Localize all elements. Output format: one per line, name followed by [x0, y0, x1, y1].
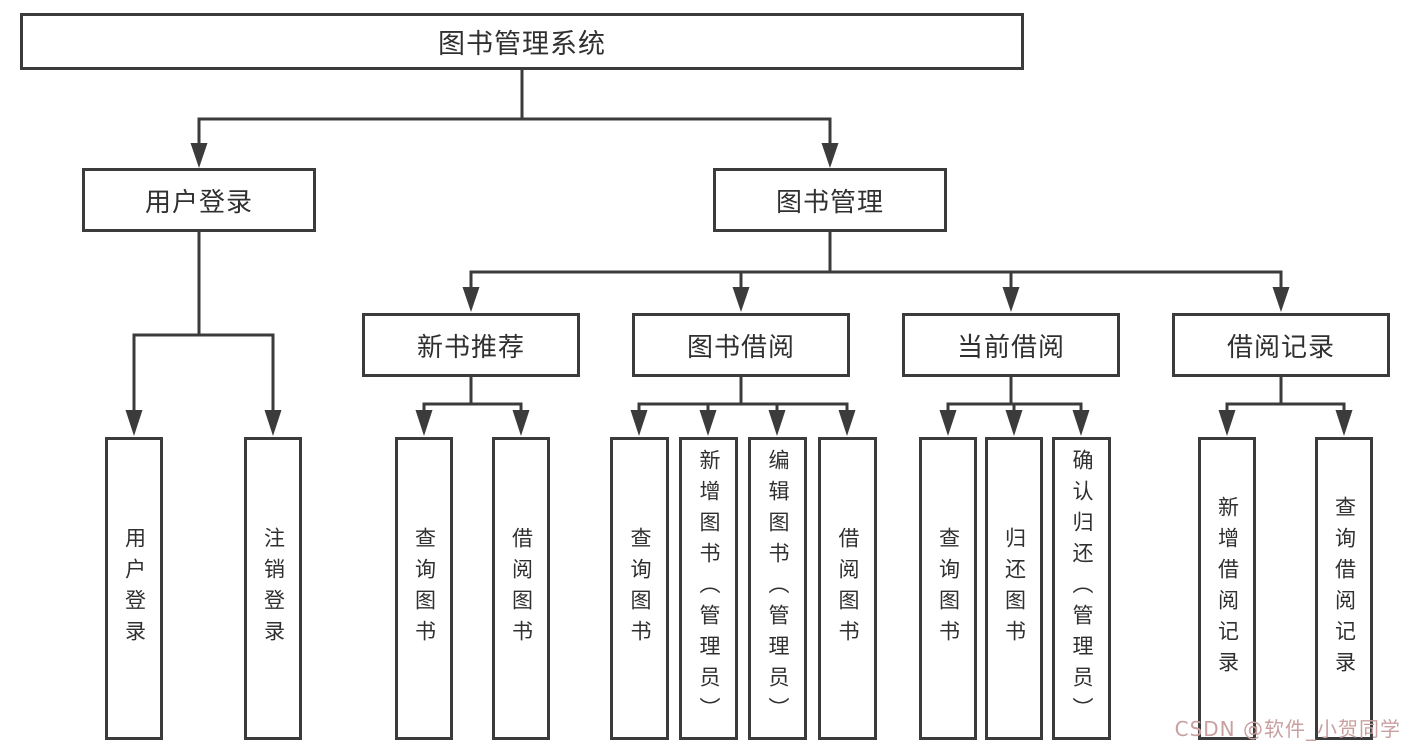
node-book-management-label: 图书管理 [775, 187, 884, 218]
leaf-current-confirm-return-admin: 确认归还（管理员） [1052, 437, 1111, 740]
leaf-newbooks-borrow-label: 借阅图书 [509, 526, 534, 651]
node-book-borrowing: 图书借阅 [632, 313, 850, 377]
leaf-borrowing-add-admin: 新增图书（管理员） [679, 437, 738, 740]
node-user-login-label: 用户登录 [144, 187, 253, 218]
leaf-user-login: 用户登录 [105, 437, 163, 740]
csdn-watermark: CSDN @软件_小贺同学 [1174, 717, 1401, 741]
connector-root [190, 68, 839, 168]
leaf-borrowing-borrow-label: 借阅图书 [836, 526, 860, 651]
node-borrow-records-label: 借阅记录 [1226, 332, 1335, 363]
node-new-book-recommend-label: 新书推荐 [416, 332, 525, 363]
leaf-records-query: 查询借阅记录 [1315, 437, 1373, 740]
leaf-current-return-label: 归还图书 [1002, 526, 1027, 651]
leaf-borrowing-query: 查询图书 [610, 437, 669, 740]
node-current-borrowing-label: 当前借阅 [956, 332, 1065, 363]
leaf-borrowing-borrow: 借阅图书 [818, 437, 877, 740]
leaf-current-query: 查询图书 [919, 437, 977, 740]
leaf-borrowing-query-label: 查询图书 [628, 526, 652, 651]
node-user-login: 用户登录 [82, 168, 316, 232]
leaf-borrowing-edit-admin-label: 编辑图书（管理员） [766, 449, 790, 728]
leaf-records-add-label: 新增借阅记录 [1215, 495, 1240, 682]
leaf-logout: 注销登录 [244, 437, 302, 740]
node-root-label: 图书管理系统 [438, 29, 606, 60]
leaf-newbooks-borrow: 借阅图书 [492, 437, 550, 740]
leaf-current-confirm-return-admin-label: 确认归还（管理员） [1070, 449, 1094, 728]
node-root: 图书管理系统 [20, 13, 1024, 70]
connector-current [939, 375, 1090, 436]
connector-borrowing [630, 375, 856, 436]
node-new-book-recommend: 新书推荐 [362, 313, 580, 377]
leaf-records-add: 新增借阅记录 [1198, 437, 1256, 740]
leaf-records-query-label: 查询借阅记录 [1332, 495, 1357, 682]
leaf-newbooks-query-label: 查询图书 [412, 526, 437, 651]
leaf-logout-label: 注销登录 [261, 526, 286, 651]
connector-records [1218, 375, 1353, 436]
leaf-current-query-label: 查询图书 [936, 526, 961, 651]
leaf-borrowing-edit-admin: 编辑图书（管理员） [748, 437, 807, 740]
node-current-borrowing: 当前借阅 [902, 313, 1120, 377]
leaf-current-return: 归还图书 [985, 437, 1043, 740]
node-borrow-records: 借阅记录 [1172, 313, 1390, 377]
node-book-borrowing-label: 图书借阅 [686, 332, 795, 363]
connector-book-management [462, 230, 1290, 312]
connector-user-login [125, 230, 282, 436]
connector-new-books [415, 375, 530, 436]
node-book-management: 图书管理 [713, 168, 947, 232]
leaf-newbooks-query: 查询图书 [395, 437, 453, 740]
leaf-user-login-label: 用户登录 [122, 526, 147, 651]
leaf-borrowing-add-admin-label: 新增图书（管理员） [697, 449, 721, 728]
